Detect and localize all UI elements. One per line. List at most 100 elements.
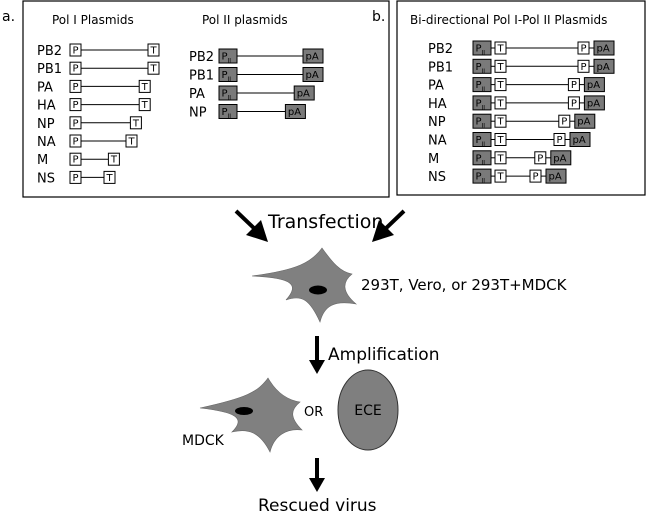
pol2-promoter-box-label: PII [222,52,232,65]
transfection-label: Transfection [267,211,383,233]
pol1-segment-name: PB2 [37,44,62,59]
panel-a-frame [22,0,390,198]
pol1-terminator-box-label: T [110,155,118,166]
bidir-promoter-box-label: P [571,98,577,109]
bidir-pol2-promoter-box-label: PII [476,80,486,93]
bidir-pol2-promoter-box-label: PII [476,44,486,57]
bidir-segment-name: HA [428,97,447,112]
amplification-label: Amplification [328,345,439,365]
bidir-polya-box-label: pA [577,117,590,128]
bidir-polya-box-label: pA [553,153,566,164]
bidir-pol2-promoter-box [472,77,492,93]
pol1-title: Pol I Plasmids [52,13,134,27]
pol2-promoter-box [218,104,238,119]
panel-b-frame [396,0,646,196]
bidir-segment-name: PB2 [428,42,453,57]
bidir-pol2-promoter-box [472,113,492,129]
pol1-terminator-box [138,79,151,93]
pol1-promoter-box [69,116,82,130]
bidir-pol2-promoter-box [472,95,492,111]
pol2-promoter-box [218,85,238,101]
bidir-pol2-promoter-box [472,40,492,56]
pol2-polya-box [293,85,315,101]
bidir-promoter-box-label: P [561,117,567,128]
pol1-promoter-box [69,134,82,148]
bidir-terminator-box-label: T [496,172,504,183]
bidir-segment-name: NS [428,170,446,185]
bidir-pol2-promoter-box-label: PII [476,153,486,166]
bidir-terminator-box-label: T [496,44,504,55]
pol1-promoter-box-label: P [72,82,78,93]
cell-lines-label: 293T, Vero, or 293T+MDCK [361,276,568,294]
bidir-terminator-box [494,151,507,165]
ece-egg [337,369,399,451]
pol1-terminator-box [147,43,160,57]
pol2-title: Pol II plasmids [202,13,288,27]
transfection-arrow-left [234,209,268,242]
pol2-polya-box [302,67,324,82]
pol1-promoter-box-label: P [72,46,78,57]
pol1-segment-name: NS [37,171,55,186]
bidir-terminator-box-label: T [496,62,504,73]
pol2-polya-box-label: pA [297,89,310,100]
bidir-promoter-box-label: P [580,44,586,55]
bidir-promoter-box [567,78,580,92]
pol1-segment-name: M [37,153,48,168]
pol1-promoter-box [69,43,82,57]
pol2-polya-box [302,48,324,64]
pol2-promoter-box-label: PII [222,107,232,120]
bidir-terminator-box-label: T [496,135,504,146]
pol1-terminator-box-label: T [132,118,140,129]
pol2-segment-name: NP [189,106,207,121]
pol1-terminator-box-label: T [127,137,135,148]
pol1-promoter-box-label: P [72,155,78,166]
bidir-segment-name: NP [428,115,446,130]
pol1-promoter-box [69,79,82,93]
pol2-promoter-box-label: PII [222,70,232,83]
bidir-promoter-box-label: P [580,62,586,73]
bidir-pol2-promoter-box-label: PII [476,62,486,75]
bidir-polya-box-label: pA [587,80,600,91]
bidir-polya-box-label: pA [597,62,610,73]
bidir-pol2-promoter-box-label: PII [476,172,486,185]
bidir-promoter-box-label: P [537,153,543,164]
pol1-segment-name: NP [37,117,55,132]
pol1-promoter-box-label: P [72,100,78,111]
bidir-segment-name: M [428,152,439,167]
bidir-polya-box-label: pA [549,172,562,183]
bidir-pol2-promoter-box [472,168,492,184]
transfected-cell-shape [251,247,358,323]
pol1-terminator-box-label: T [149,46,157,57]
bidir-pol2-promoter-box [472,132,492,147]
bidir-segment-name: PA [428,79,444,94]
bidir-polya-box [545,168,567,184]
pol2-segment-name: PB1 [189,69,214,84]
mdck-label: MDCK [182,433,225,449]
bidir-terminator-box [494,96,507,110]
pol1-terminator-box [125,134,138,148]
mdck-cell-shape [199,377,303,453]
bidir-terminator-box [494,78,507,92]
bidir-promoter-box-label: P [571,80,577,91]
bidir-promoter-box [558,114,571,128]
bidir-promoter-box [553,133,566,146]
pol1-promoter-box-label: P [72,173,78,184]
panel-b-title: Bi-directional Pol I-Pol II Plasmids [410,13,607,27]
pol1-segment-name: PA [37,80,53,95]
bidir-promoter-box [567,96,580,110]
amplification-arrow [309,336,325,374]
pol2-polya-box-label: pA [306,52,319,63]
pol1-promoter-box [69,98,82,112]
bidir-terminator-box [494,133,507,146]
pol2-promoter-box-label: PII [222,89,232,102]
bidir-promoter-box [529,169,542,183]
or-label: OR [304,405,323,420]
panel-a-letter: a. [2,9,15,25]
pol1-terminator-box [107,152,120,166]
panel-b-letter: b. [372,9,385,25]
bidir-pol2-promoter-box-label: PII [476,135,486,148]
pol2-polya-box [284,104,306,119]
